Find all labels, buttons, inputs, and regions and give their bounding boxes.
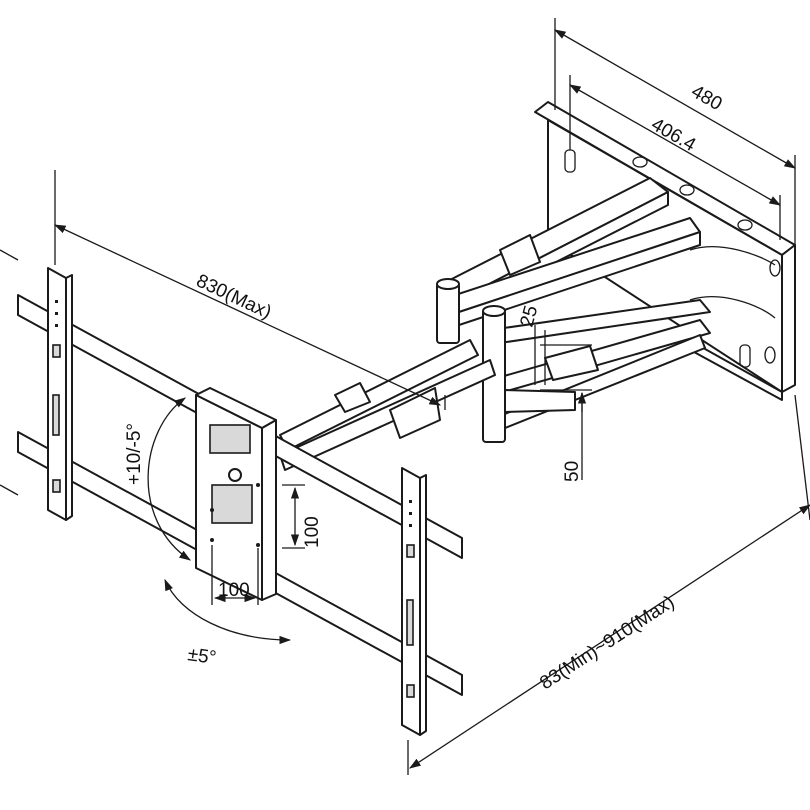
dimension-100-horizontal-label: 100 — [218, 580, 250, 601]
wall-plate-slot — [739, 344, 751, 368]
dimension-50-label: 50 — [562, 461, 583, 482]
swivel-label: ±5° — [186, 644, 217, 669]
dimension-83-910: 83(Min)~910(Max) — [407, 394, 810, 775]
dimension-406-4-label: 406.4 — [648, 114, 700, 156]
dimension-100-vertical: 100 — [282, 484, 323, 549]
front-arm — [279, 339, 496, 471]
dimension-83-910-label: 83(Min)~910(Max) — [536, 592, 678, 694]
wall-plate-hole — [769, 259, 781, 277]
pivot-post-left — [436, 278, 460, 344]
tv-bracket-right — [401, 467, 427, 736]
dimension-50: 50 — [540, 344, 592, 482]
tilt-head — [195, 387, 277, 601]
wall-plate-hole — [737, 219, 753, 231]
tilt-label: +10/-5° — [124, 423, 145, 485]
wall-plate-hole — [764, 346, 776, 364]
dimension-100-vertical-label: 100 — [302, 516, 323, 548]
tv-bracket-left — [47, 267, 73, 521]
dimension-830-label: 830(Max) — [193, 270, 275, 323]
tilt-arc: +10/-5° — [124, 397, 191, 561]
swivel-arc: ±5° — [164, 578, 292, 669]
dimension-830: 830(Max) — [53, 170, 446, 410]
